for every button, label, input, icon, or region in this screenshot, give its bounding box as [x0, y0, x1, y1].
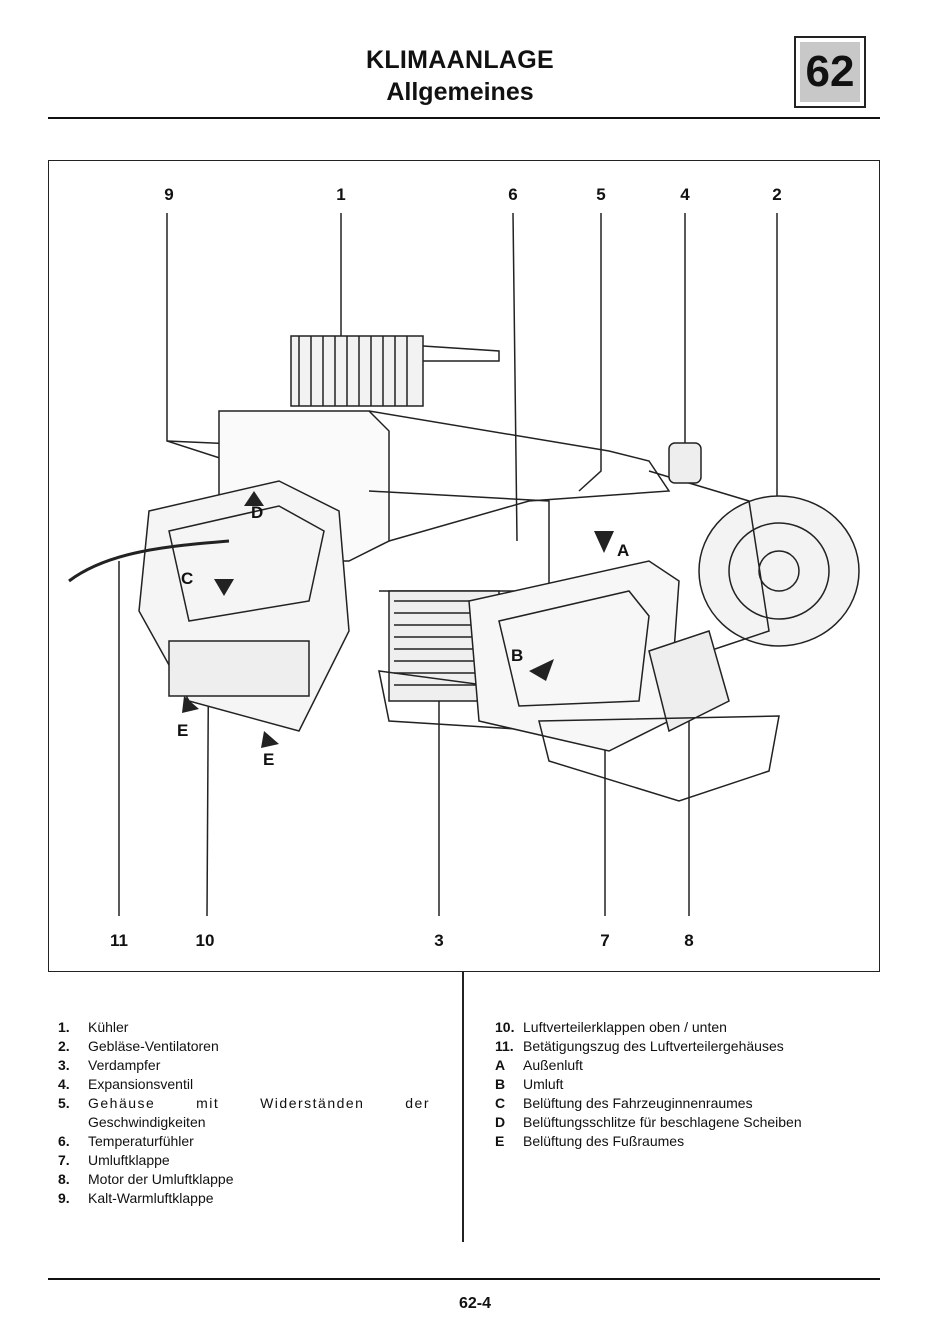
- legend-item: 9.Kalt-Warmluftklappe: [58, 1190, 214, 1206]
- legend-item: 2.Gebläse-Ventilatoren: [58, 1038, 219, 1054]
- page-title: KLIMAANLAGE: [365, 46, 554, 74]
- callout-4: 4: [680, 185, 690, 204]
- callout-7: 7: [600, 931, 610, 950]
- air-conditioning-diagram: A B C D E E 9 1 6 5 4 2 11 10 3 7 8: [48, 160, 880, 972]
- chapter-badge: 62: [794, 36, 866, 108]
- legend-item-continuation: Geschwindigkeiten: [88, 1114, 206, 1130]
- footer-rule: [48, 1278, 880, 1280]
- flow-label-a: A: [617, 541, 629, 560]
- header-rule: [48, 117, 880, 119]
- legend-item: 7.Umluftklappe: [58, 1152, 170, 1168]
- flow-label-c: C: [181, 569, 193, 588]
- legend-divider: [462, 972, 464, 1242]
- callout-3: 3: [434, 931, 444, 950]
- callout-5: 5: [596, 185, 606, 204]
- flow-label-d: D: [251, 503, 263, 522]
- callout-2: 2: [772, 185, 782, 204]
- legend-item: 10.Luftverteilerklappen oben / unten: [495, 1019, 727, 1035]
- legend-item: 11.Betätigungszug des Luftverteilergehäu…: [495, 1038, 784, 1054]
- callout-6: 6: [508, 185, 518, 204]
- callout-8: 8: [684, 931, 694, 950]
- legend-item: 4.Expansionsventil: [58, 1076, 194, 1092]
- legend-item: 8.Motor der Umluftklappe: [58, 1171, 234, 1187]
- legend-item: 3.Verdampfer: [58, 1057, 161, 1073]
- unit-illustration: A B C D E E: [68, 212, 860, 917]
- page-number: 62-4: [458, 1295, 492, 1312]
- callout-10: 10: [195, 931, 215, 950]
- legend-item: 6.Temperaturfühler: [58, 1133, 194, 1149]
- flow-label-b: B: [511, 646, 523, 665]
- callout-1: 1: [336, 185, 346, 204]
- legend-left: 1.Kühler 2.Gebläse-Ventilatoren 3.Verdam…: [58, 1018, 430, 1208]
- flow-label-e1: E: [177, 721, 188, 740]
- chapter-number: 62: [800, 42, 860, 102]
- legend-item: 5.Gehäuse mit Widerständen der: [58, 1095, 430, 1111]
- page-subtitle: Allgemeines: [386, 78, 534, 106]
- callout-9: 9: [164, 185, 174, 204]
- legend-item: 1.Kühler: [58, 1019, 129, 1035]
- flow-label-e2: E: [263, 750, 274, 769]
- callout-11: 11: [110, 931, 128, 950]
- legend-right: 10.Luftverteilerklappen oben / unten 11.…: [495, 1018, 875, 1151]
